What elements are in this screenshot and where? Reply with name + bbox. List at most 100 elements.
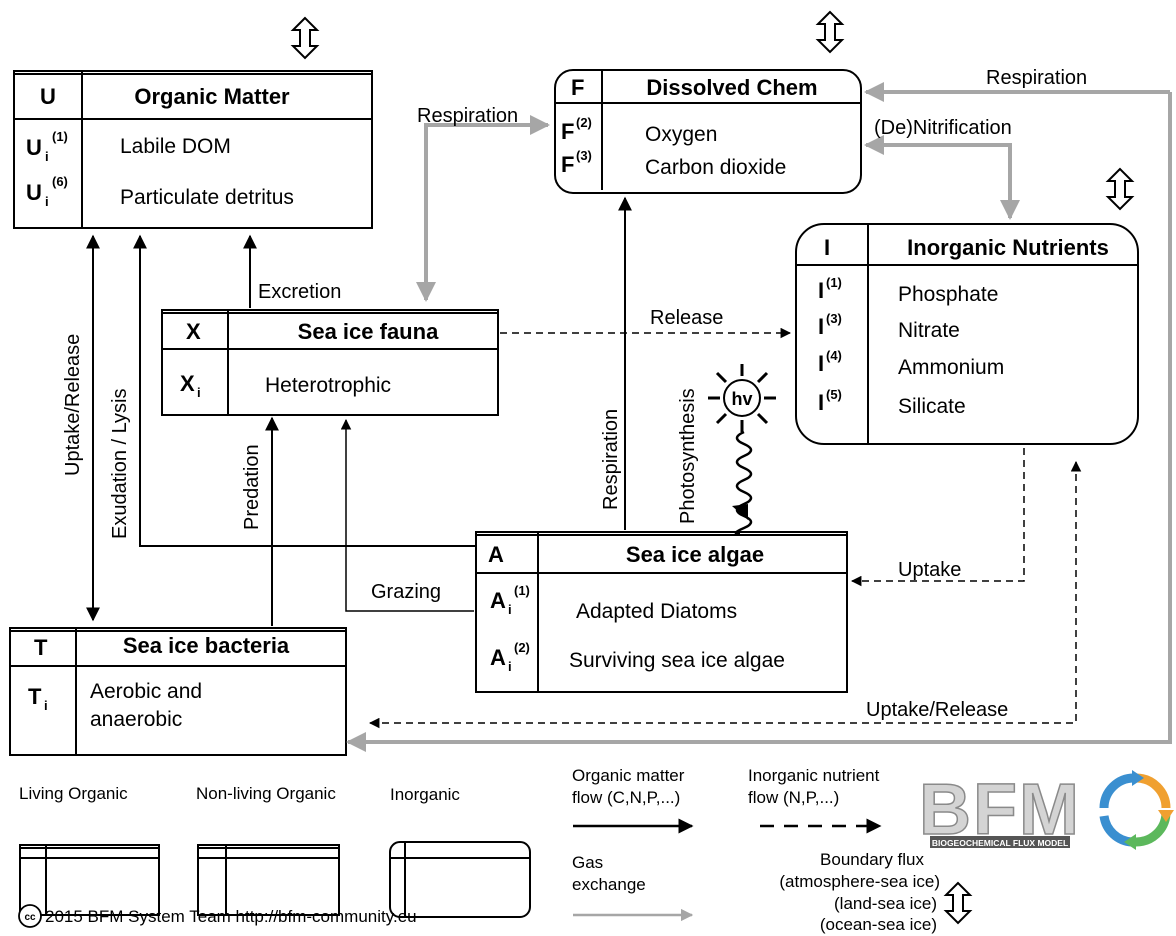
boundary-flux-icon: [1107, 168, 1133, 210]
anaerobic-label: anaerobic: [90, 708, 182, 731]
svg-text:(1): (1): [514, 583, 530, 598]
ammonium-label: Ammonium: [898, 356, 1004, 379]
boundary-flux-icon: [292, 17, 318, 59]
surviving-algae-label: Surviving sea ice algae: [569, 649, 785, 672]
legend-boundary-label-2: (atmosphere-sea ice): [779, 872, 940, 891]
aerobic-label: Aerobic and: [90, 680, 202, 703]
silicate-label: Silicate: [898, 395, 966, 418]
bfm-logo-tagline: BIOGEOCHEMICAL FLUX MODEL: [932, 838, 1068, 848]
boundary-flux-icon: [817, 11, 843, 53]
sea-ice-bacteria-title: Sea ice bacteria: [123, 633, 290, 658]
svg-text:i: i: [44, 698, 48, 713]
sea-ice-algae-box: A Sea ice algae A i (1) Adapted Diatoms …: [475, 531, 848, 693]
exudation-lysis-label: Exudation / Lysis: [109, 389, 131, 539]
grazing-label: Grazing: [371, 581, 441, 603]
predation-label: Predation: [241, 444, 263, 530]
svg-text:I: I: [818, 278, 824, 303]
legend: Living Organic Non-living Organic Inorga…: [18, 766, 971, 934]
photosynthesis-label: Photosynthesis: [677, 388, 699, 524]
denitrification-label: (De)Nitrification: [874, 117, 1012, 139]
svg-text:A: A: [490, 645, 506, 670]
svg-text:i: i: [45, 149, 49, 164]
legend-nonliving-organic-label: Non-living Organic: [196, 784, 336, 803]
svg-text:i: i: [508, 602, 512, 617]
svg-text:i: i: [45, 194, 49, 209]
phosphate-label: Phosphate: [898, 283, 998, 306]
exudation-lysis-arrow: [133, 234, 476, 547]
inorganic-nutrients-symbol: I: [824, 235, 830, 260]
photon-wave: [734, 430, 753, 536]
svg-text:F: F: [561, 152, 574, 177]
svg-text:cc: cc: [24, 912, 36, 923]
svg-text:(6): (6): [52, 174, 68, 189]
denitrification-arrow: [864, 135, 1020, 220]
organic-matter-row2-symbol: U: [26, 180, 42, 205]
release-label: Release: [650, 307, 723, 329]
particulate-detritus-label: Particulate detritus: [120, 186, 294, 209]
legend-gas-label-2: exchange: [572, 875, 646, 894]
svg-text:i: i: [197, 385, 201, 400]
uptake-release-left-label: Uptake/Release: [62, 334, 84, 476]
svg-text:T: T: [28, 684, 42, 709]
svg-text:(1): (1): [52, 129, 68, 144]
svg-text:(1): (1): [826, 275, 842, 290]
inorganic-nutrients-title: Inorganic Nutrients: [907, 235, 1109, 260]
svg-text:I: I: [818, 314, 824, 339]
copyright-label: 2015 BFM System Team http://bfm-communit…: [45, 907, 417, 926]
respiration-top-label: Respiration: [986, 67, 1087, 89]
svg-text:(3): (3): [576, 148, 592, 163]
svg-text:I: I: [818, 390, 824, 415]
respiration-fauna-label: Respiration: [417, 105, 518, 127]
algae-respiration-label: Respiration: [600, 409, 622, 510]
legend-living-organic-swatch: [19, 844, 160, 916]
legend-boundary-label: Boundary flux: [820, 850, 924, 869]
hv-label: hv: [731, 389, 752, 409]
legend-nonliving-organic-swatch: [197, 844, 340, 916]
heterotrophic-label: Heterotrophic: [265, 374, 391, 397]
legend-inorganic-flow-label: Inorganic nutrient: [748, 766, 880, 785]
carbon-dioxide-label: Carbon dioxide: [645, 156, 786, 179]
uptake-release-bottom-arrow: [368, 460, 1082, 729]
dissolved-chem-title: Dissolved Chem: [646, 75, 817, 100]
svg-text:F: F: [561, 119, 574, 144]
sea-ice-algae-title: Sea ice algae: [626, 542, 764, 567]
uptake-release-bottom-label: Uptake/Release: [866, 699, 1008, 721]
sun-icon: hv: [708, 364, 776, 432]
legend-inorganic-flow-label-2: flow (N,P,...): [748, 788, 839, 807]
sea-ice-fauna-symbol: X: [186, 319, 201, 344]
svg-text:X: X: [180, 371, 195, 396]
inorganic-nutrients-box: I Inorganic Nutrients I (1) Phosphate I …: [795, 223, 1139, 445]
uptake-label: Uptake: [898, 559, 961, 581]
sea-ice-algae-symbol: A: [488, 542, 504, 567]
organic-matter-symbol: U: [40, 84, 56, 109]
svg-text:(4): (4): [826, 348, 842, 363]
svg-text:i: i: [508, 659, 512, 674]
svg-text:(2): (2): [514, 640, 530, 655]
recycle-arrows-icon: [1099, 770, 1174, 850]
svg-text:(3): (3): [826, 311, 842, 326]
dissolved-chem-symbol: F: [571, 75, 584, 100]
dissolved-chem-box: F Dissolved Chem F (2) Oxygen F (3) Carb…: [554, 69, 862, 194]
legend-boundary-flux-icon: [945, 882, 971, 924]
legend-inorganic-swatch: [389, 841, 531, 918]
fauna-respiration-arrow: [416, 115, 550, 302]
legend-organic-flow-label: Organic matter: [572, 766, 685, 785]
photon-arrowhead: [732, 504, 748, 520]
creative-commons-icon: [18, 904, 42, 928]
organic-matter-row1-symbol: U: [26, 135, 42, 160]
sea-ice-bacteria-symbol: T: [34, 635, 48, 660]
labile-dom-label: Labile DOM: [120, 135, 231, 158]
svg-text:I: I: [818, 351, 824, 376]
svg-text:(5): (5): [826, 387, 842, 402]
legend-gas-label: Gas: [572, 853, 603, 872]
organic-matter-box: U Organic Matter U i (1) Labile DOM U i …: [13, 70, 373, 229]
excretion-label: Excretion: [258, 281, 341, 303]
legend-living-organic-label: Living Organic: [19, 784, 128, 803]
sea-ice-fauna-title: Sea ice fauna: [298, 319, 439, 344]
svg-text:(2): (2): [576, 115, 592, 130]
legend-boundary-label-3: (land-sea ice): [834, 894, 937, 913]
svg-text:A: A: [490, 588, 506, 613]
bfm-logo: BFM BIOGEOCHEMICAL FLUX MODEL: [918, 769, 1174, 851]
legend-inorganic-label: Inorganic: [390, 785, 460, 804]
